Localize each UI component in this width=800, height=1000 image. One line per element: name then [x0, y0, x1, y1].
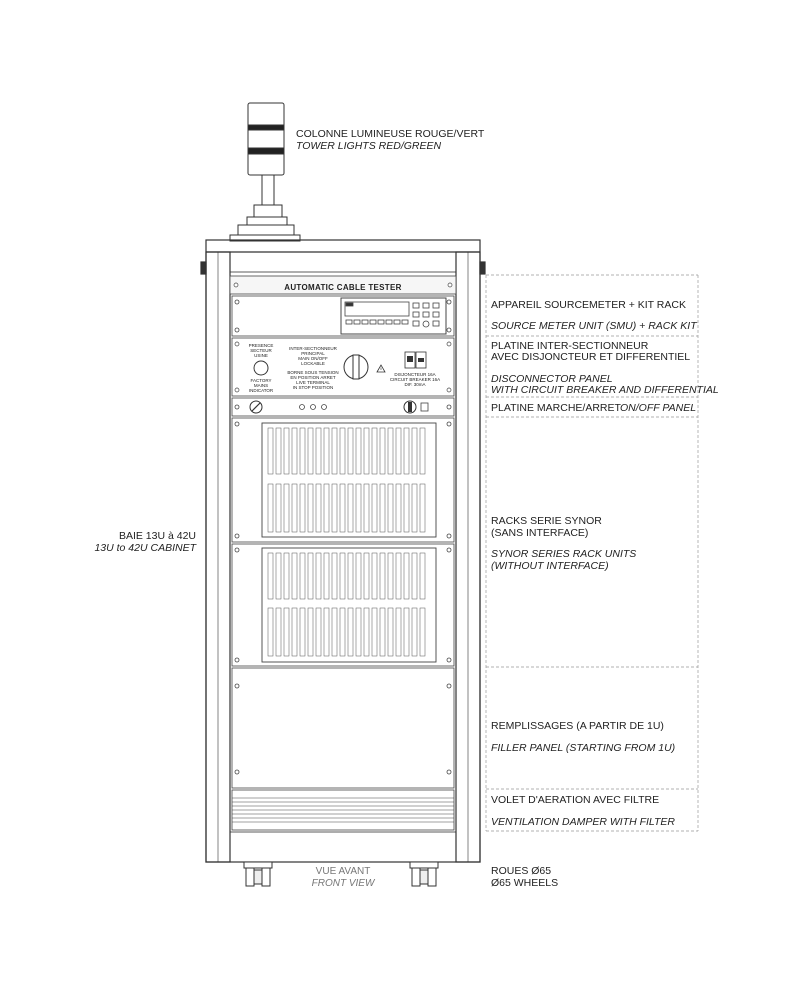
smu-panel [231, 295, 455, 337]
filler-label-fr: REMPLISSAGES (A PARTIR DE 1U) [491, 720, 664, 732]
panel-text: LOCKABLE [301, 361, 325, 366]
panel-text: MAIN ON/OFF [298, 356, 328, 361]
panel-text: INDICATOR [249, 388, 274, 393]
racks-label-fr-1: RACKS SERIE SYNOR [491, 515, 602, 527]
wheels-label-fr: ROUES Ø65 [491, 865, 551, 877]
disconnector-label-en-2: WITH CIRCUIT BREAKER AND DIFFERENTIAL [491, 384, 719, 396]
tower-light [229, 102, 301, 242]
cabinet-frame [200, 239, 486, 863]
ventilation-damper [231, 789, 455, 831]
onoff-label-fr: PLATINE MARCHE/ARRET [491, 402, 621, 414]
indicator-lamp [299, 404, 305, 410]
view-label-fr: VUE AVANT [316, 866, 371, 877]
panel-text: CIRCUIT BREAKER 16A [390, 377, 440, 382]
racks-label-en-2: (WITHOUT INTERFACE) [491, 560, 609, 572]
indicator-lamp [310, 404, 316, 410]
ventilation-label-fr: VOLET D'AERATION AVEC FILTRE [491, 794, 659, 806]
panel-text: DISJONCTEUR 16A [394, 372, 435, 377]
view-label-en: FRONT VIEW [312, 878, 376, 889]
callout-dividers [485, 274, 699, 832]
slot-row [267, 607, 426, 657]
smu-buttons [345, 302, 440, 328]
racks-label-en-1: SYNOR SERIES RACK UNITS [491, 548, 636, 560]
disconnector-panel: PRESENCE SECTEUR USINE FACTORY MAINS IND… [231, 337, 455, 397]
synor-rack-2 [231, 543, 455, 667]
panel-text: IN STOP POSITION [293, 385, 334, 390]
wheels [243, 861, 439, 887]
panel-text: FACTORY [250, 378, 271, 383]
mains-indicator-lamp [253, 360, 269, 376]
synor-rack-1 [231, 417, 455, 543]
panel-text: PRESENCE [249, 343, 274, 348]
mains-indicator-text: PRESENCE SECTEUR USINE FACTORY MAINS IND… [249, 343, 274, 393]
tower-light-label-fr: COLONNE LUMINEUSE ROUGE/VERT [296, 128, 485, 140]
wheels-label-en: Ø65 WHEELS [491, 877, 558, 889]
disconnector-label-fr-1: PLATINE INTER-SECTIONNEUR [491, 340, 649, 352]
panel-text: DIF. 30mA [404, 382, 425, 387]
panel-text: INTER-SECTIONNEUR [289, 346, 338, 351]
panel-text: BORNE SOUS TENSION [287, 370, 338, 375]
cabinet-label-en: 13U to 42U CABINET [94, 542, 197, 554]
main-rotary-switch [343, 354, 369, 380]
filler-label-en: FILLER PANEL (STARTING FROM 1U) [491, 742, 675, 754]
panel-text: LIVE TERMINAL [296, 380, 330, 385]
disconnector-label-en-1: DISCONNECTOR PANEL [491, 373, 613, 385]
disconnector-label-fr-2: AVEC DISJONCTEUR ET DIFFERENTIEL [491, 351, 690, 363]
slot-row [267, 427, 426, 475]
racks-label-fr-2: (SANS INTERFACE) [491, 527, 588, 539]
panel-text: SECTEUR [250, 348, 272, 353]
slot-row [267, 483, 426, 533]
onoff-panel [231, 397, 455, 417]
smu-label-fr: APPAREIL SOURCEMETER + KIT RACK [491, 299, 686, 311]
onoff-label-en: ON/OFF PANEL [620, 402, 696, 414]
key-switch-icon [403, 400, 417, 414]
cabinet-label-fr: BAIE 13U à 42U [119, 530, 196, 542]
slot-row [267, 552, 426, 600]
header-plate: AUTOMATIC CABLE TESTER [229, 275, 457, 295]
indicator-lamp [321, 404, 327, 410]
circuit-breaker-text: DISJONCTEUR 16A CIRCUIT BREAKER 16A DIF.… [390, 372, 440, 387]
smu-label-en: SOURCE METER UNIT (SMU) + RACK KIT [491, 320, 698, 332]
emergency-stop-icon [249, 400, 263, 414]
ventilation-label-en: VENTILATION DAMPER WITH FILTER [491, 816, 675, 828]
header-title: AUTOMATIC CABLE TESTER [284, 283, 401, 292]
tower-light-label-en: TOWER LIGHTS RED/GREEN [296, 140, 441, 152]
panel-text: EN POSITION ARRET [290, 375, 336, 380]
panel-text: USINE [254, 353, 268, 358]
main-switch-text: INTER-SECTIONNEUR PRINCIPAL MAIN ON/OFF … [287, 346, 338, 390]
warning-icon [376, 364, 386, 373]
circuit-breaker [404, 351, 427, 369]
filler-panel [231, 667, 455, 789]
panel-text: MAINS [254, 383, 268, 388]
panel-text: PRINCIPAL [301, 351, 325, 356]
